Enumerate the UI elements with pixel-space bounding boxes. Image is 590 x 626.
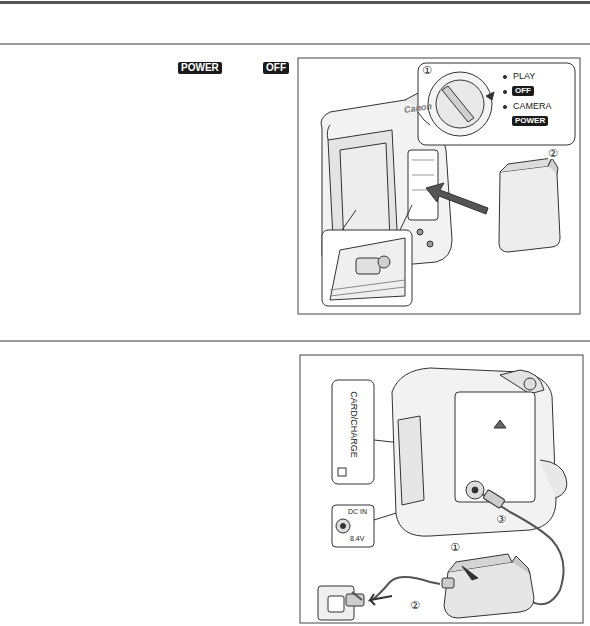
battery-panel: [298, 58, 580, 314]
port-label: CARD/CHARGE: [348, 390, 357, 459]
switch-label: PLAY: [512, 72, 536, 81]
switch-label: POWER: [512, 116, 548, 126]
switch-label: CAMERA: [512, 102, 553, 111]
callout-number: ①: [422, 65, 432, 76]
icon-label: OFF: [263, 62, 289, 74]
callout-number: ①: [450, 542, 460, 553]
charging-panel: [300, 355, 583, 623]
callout-number: ②: [410, 600, 420, 611]
callout-number: ②: [548, 148, 558, 159]
icon-label: POWER: [178, 62, 222, 74]
switch-label: OFF: [512, 86, 534, 96]
port-label: DC IN: [347, 508, 368, 515]
page-rules: [0, 1, 590, 342]
port-label: 8.4V: [349, 535, 365, 542]
callout-number: ③: [496, 514, 506, 525]
